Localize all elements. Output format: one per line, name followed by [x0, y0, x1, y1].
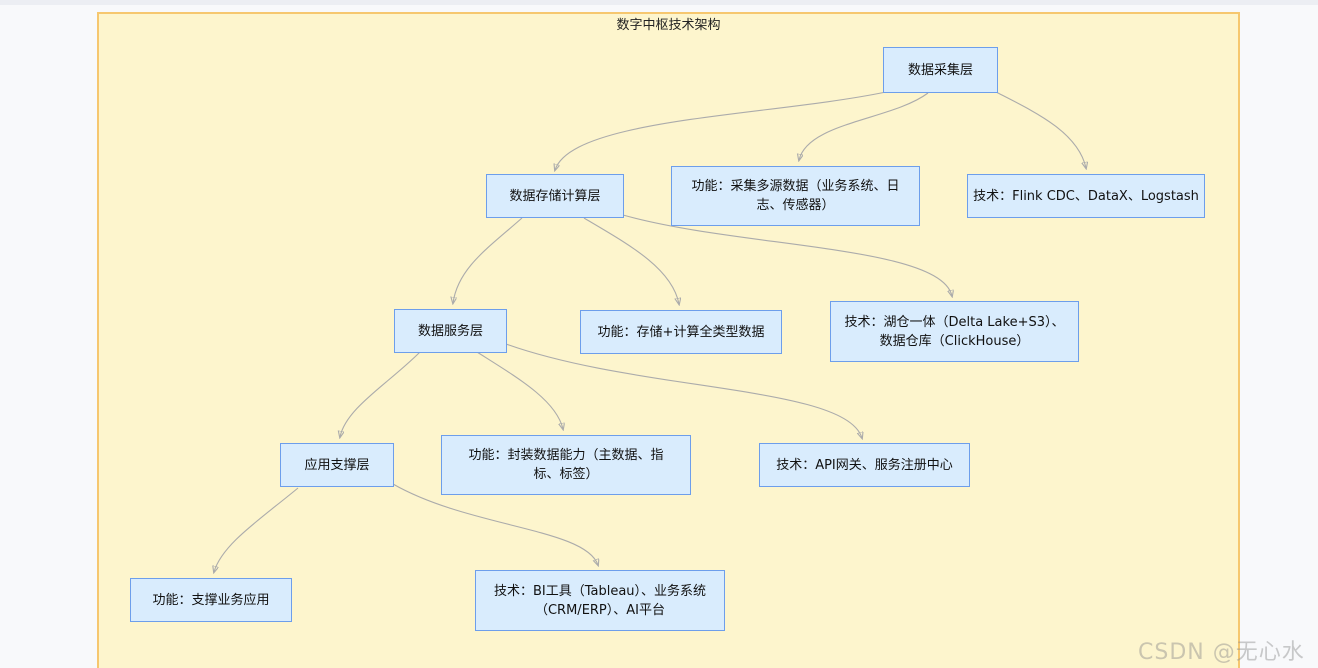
node-label: 功能：支撑业务应用 — [152, 592, 270, 608]
node-data-storage-compute-layer: 数据存储计算层 — [486, 174, 624, 218]
node-label: 技术：API网关、服务注册中心 — [776, 457, 953, 473]
node-label-line2: 标、标签） — [533, 467, 599, 482]
node-label: 数据服务层 — [417, 323, 483, 339]
node-storage-technology: 技术：湖仓一体（Delta Lake+S3）、 数据仓库（ClickHouse） — [830, 301, 1079, 362]
node-data-collection-layer: 数据采集层 — [883, 47, 998, 93]
node-label-line1: 功能：采集多源数据（业务系统、日 — [691, 179, 900, 194]
node-storage-function: 功能：存储+计算全类型数据 — [580, 310, 782, 354]
node-collection-technology: 技术：Flink CDC、DataX、Logstash — [967, 174, 1205, 218]
node-label: 数据存储计算层 — [509, 188, 601, 204]
diagram-title: 数字中枢技术架构 — [616, 18, 721, 33]
node-label-line1: 功能：封装数据能力（主数据、指 — [468, 448, 664, 463]
node-app-technology: 技术：BI工具（Tableau）、业务系统 （CRM/ERP）、AI平台 — [475, 570, 725, 631]
node-data-service-layer: 数据服务层 — [394, 309, 507, 353]
node-label-line1: 技术：BI工具（Tableau）、业务系统 — [493, 583, 707, 599]
node-label-line2: 数据仓库（ClickHouse） — [879, 333, 1030, 349]
node-app-support-layer: 应用支撑层 — [280, 443, 394, 487]
csdn-watermark: CSDN @无心水 — [1138, 640, 1305, 665]
node-label: 数据采集层 — [907, 62, 973, 78]
node-collection-function: 功能：采集多源数据（业务系统、日 志、传感器） — [671, 166, 920, 226]
node-label-line1: 技术：湖仓一体（Delta Lake+S3）、 — [844, 314, 1065, 330]
page-top-strip — [0, 0, 1318, 5]
node-label-line2: 志、传感器） — [756, 198, 835, 213]
node-label: 应用支撑层 — [304, 457, 370, 473]
node-service-function: 功能：封装数据能力（主数据、指 标、标签） — [441, 435, 691, 495]
node-app-function: 功能：支撑业务应用 — [130, 578, 292, 622]
node-label: 功能：存储+计算全类型数据 — [597, 324, 765, 340]
node-label-line2: （CRM/ERP）、AI平台 — [534, 602, 666, 618]
node-label: 技术：Flink CDC、DataX、Logstash — [973, 188, 1199, 204]
node-service-technology: 技术：API网关、服务注册中心 — [759, 443, 970, 487]
